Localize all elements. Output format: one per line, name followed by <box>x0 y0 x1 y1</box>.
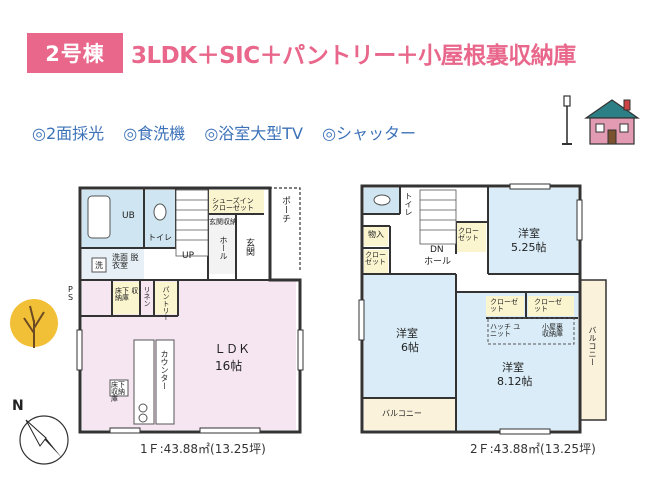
closet-fill <box>364 250 388 274</box>
room-label-shoe-closet: シューズイン クローゼット <box>212 197 254 212</box>
room-label-kitchen-storage: 床下 収納庫 <box>111 381 125 403</box>
room2f-label-room1: 洋室 <box>518 227 540 240</box>
room2f-label-dn: DN <box>430 245 444 255</box>
room2f-label-room3-size: 8.12帖 <box>497 375 533 388</box>
room-label-porch: ポーチ <box>280 196 290 223</box>
room2f-label-toilet: トイレ <box>404 192 413 216</box>
compass-north-label: N <box>12 398 24 414</box>
feature-list: ◎2面採光 ◎食洗機 ◎浴室大型TV ◎シャッター <box>32 120 430 144</box>
feature-item: ◎浴室大型TV <box>204 124 303 143</box>
room2f-label-room2-size: 6帖 <box>401 341 419 354</box>
compass-icon <box>19 415 69 465</box>
house-icon <box>584 99 640 145</box>
room2f-label-attic: 小屋裏 収納庫 <box>542 323 563 338</box>
room-label-counter: カウンター <box>160 350 169 390</box>
room-label-ub: UB <box>122 211 135 221</box>
balcony-right <box>579 279 607 421</box>
feature-item: ◎シャッター <box>322 124 417 143</box>
room-label-ps: P S <box>68 285 74 302</box>
room-label-wash: 洗 <box>95 261 103 270</box>
shoe-closet <box>208 190 264 214</box>
closet-b-fill <box>528 296 574 316</box>
floor2-area: 2Ｆ:43.88㎡(13.25坪) <box>470 442 596 456</box>
room-label-hall-storage: 玄関収納 <box>209 218 237 226</box>
tree-icon <box>10 299 58 348</box>
room-label-washroom: 洗面 脱衣室 <box>112 253 139 270</box>
feature-item: ◎2面採光 <box>32 124 105 143</box>
bathtub-icon <box>87 195 111 239</box>
stairs2-icon <box>419 189 457 245</box>
room2f-label-balcony-bottom: バルコニー <box>382 409 422 418</box>
closet-a-fill <box>486 296 524 316</box>
room2f-label-balcony-right: バルコニー <box>588 326 597 366</box>
room-label-entrance: 玄関 <box>244 238 254 256</box>
storage-area <box>112 282 140 314</box>
street-lamp-icon <box>562 95 572 145</box>
room-label-ldk: ＬＤＫ <box>214 342 251 356</box>
room-label-hall: ホール <box>219 236 228 260</box>
room1-fill <box>488 188 578 274</box>
room2f-label-closet-room1: クローゼット <box>458 227 479 242</box>
room2f-label-hall: ホール <box>424 257 452 267</box>
room2f-label-room2: 洋室 <box>396 327 418 340</box>
floor-storage-box <box>109 379 129 397</box>
hall-area <box>208 214 236 274</box>
room2-fill <box>364 274 456 398</box>
feature-item: ◎食洗機 <box>123 124 186 143</box>
floor1-area: 1Ｆ:43.88㎡(13.25坪) <box>140 442 266 456</box>
toilet2-icon <box>373 194 391 206</box>
stairs-icon <box>175 189 209 257</box>
room2f-label-hatch: ハッチ ユニット <box>490 323 521 338</box>
toilet-icon <box>153 203 167 221</box>
storage-fill <box>364 226 388 246</box>
room2f-label-room1-size: 5.25帖 <box>511 241 547 254</box>
attic-storage-outline <box>487 317 575 345</box>
room-label-toilet: トイレ <box>148 233 172 242</box>
room-label-ldk-size: 16帖 <box>215 359 243 373</box>
room2f-label-closet: クローゼット <box>365 251 386 266</box>
room-label-linen: リネン <box>143 286 151 307</box>
room2f-label-closet-a: クローゼット <box>490 298 518 313</box>
building-badge: 2号棟 <box>27 33 123 73</box>
room2f-label-room3: 洋室 <box>502 361 524 374</box>
plan-title: 3LDK＋SIC＋パントリー＋小屋根裏収納庫 <box>131 43 576 69</box>
room2f-label-storage: 物入 <box>368 230 384 239</box>
room-label-pantry: パントリー <box>162 286 170 321</box>
room-label-under-floor-storage: 床下 収納庫 <box>115 287 139 302</box>
room2f-label-closet-b: クローゼット <box>534 298 562 313</box>
washbasin-icon <box>91 257 107 273</box>
kitchen-counter <box>133 339 155 425</box>
pantry-area <box>154 282 178 314</box>
counter-top <box>155 339 175 425</box>
balcony-bottom <box>364 398 456 430</box>
room-label-up: UP <box>182 251 195 261</box>
closet-room1-fill <box>456 222 486 252</box>
